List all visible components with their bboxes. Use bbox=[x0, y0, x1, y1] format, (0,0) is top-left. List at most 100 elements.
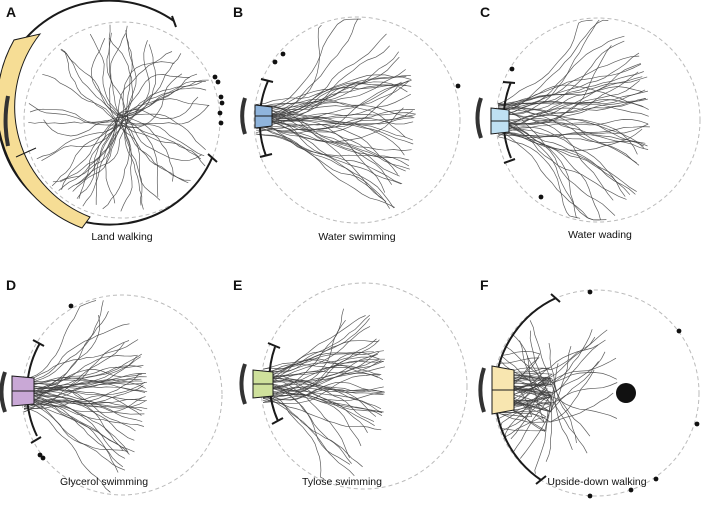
trajectory-track bbox=[122, 80, 206, 118]
arc-tick-start bbox=[550, 293, 561, 303]
trajectory-track bbox=[58, 122, 118, 191]
trajectory-track bbox=[497, 107, 646, 144]
panel-e: E Tylose swimming bbox=[233, 277, 468, 490]
trajectory-track bbox=[497, 76, 648, 107]
track-cluster bbox=[616, 383, 636, 403]
trajectory-track bbox=[256, 69, 406, 121]
panel-b: B Water swimming bbox=[233, 4, 461, 243]
trajectory-track bbox=[498, 380, 549, 421]
trajectory-tracks bbox=[255, 18, 417, 209]
trajectory-track bbox=[263, 366, 386, 383]
trajectory-track bbox=[497, 131, 649, 150]
trajectory-track bbox=[23, 373, 140, 403]
trajectory-track bbox=[23, 342, 125, 413]
trajectory-track bbox=[497, 52, 640, 105]
trajectory-track bbox=[120, 122, 205, 157]
panel-caption-e: Tylose swimming bbox=[302, 476, 382, 488]
trajectory-track bbox=[497, 329, 608, 377]
arena-boundary bbox=[23, 21, 221, 219]
trajectory-track bbox=[105, 115, 124, 204]
trajectory-track bbox=[117, 73, 183, 128]
range-arc bbox=[0, 0, 213, 226]
panel-d: D Glycerol swimming bbox=[0, 277, 223, 496]
trajectory-track bbox=[497, 71, 639, 114]
trajectory-track bbox=[498, 372, 617, 396]
trajectory-track bbox=[497, 123, 616, 216]
trajectory-track bbox=[23, 381, 145, 396]
arc-tick-end bbox=[207, 153, 218, 163]
trajectory-track bbox=[262, 315, 366, 384]
trajectory-track bbox=[23, 300, 104, 388]
trajectory-track bbox=[498, 346, 572, 413]
trajectory-track bbox=[497, 128, 626, 197]
trajectory-track bbox=[497, 71, 644, 117]
arc-tick-end bbox=[271, 417, 284, 425]
trajectory-track bbox=[51, 123, 118, 187]
trajectory-track bbox=[256, 51, 399, 114]
trajectory-track bbox=[125, 113, 206, 151]
trajectory-track bbox=[256, 80, 410, 110]
trajectory-track bbox=[120, 44, 156, 119]
trajectory-track bbox=[497, 19, 593, 105]
panel-c: C Water wading bbox=[475, 4, 701, 241]
trajectory-tracks bbox=[497, 19, 650, 221]
outlier-dots bbox=[509, 66, 544, 200]
trajectory-track bbox=[23, 356, 137, 397]
trajectory-track bbox=[263, 372, 368, 433]
trajectory-track bbox=[256, 126, 390, 209]
trajectory-track bbox=[263, 382, 383, 414]
trajectory-track bbox=[95, 117, 120, 205]
trajectory-track bbox=[256, 116, 412, 151]
trajectory-tracks bbox=[23, 300, 148, 493]
trajectory-track bbox=[126, 79, 209, 122]
trajectory-track bbox=[124, 30, 133, 122]
arena-boundary bbox=[260, 282, 468, 490]
trajectory-track bbox=[61, 48, 123, 118]
trajectory-track bbox=[256, 81, 408, 118]
arc-tick-start bbox=[502, 81, 516, 84]
trajectory-track bbox=[91, 38, 123, 117]
trajectory-track bbox=[23, 392, 126, 459]
trajectory-track bbox=[43, 116, 127, 137]
trajectory-track bbox=[263, 358, 385, 370]
trajectory-track bbox=[23, 300, 97, 380]
trajectory-track bbox=[108, 24, 120, 117]
trajectory-track bbox=[29, 108, 120, 124]
trajectory-track bbox=[497, 40, 625, 115]
trajectory-track bbox=[117, 53, 182, 119]
arc-tick-start bbox=[171, 15, 177, 28]
trajectory-track bbox=[497, 119, 627, 200]
outlier-dots bbox=[272, 51, 461, 89]
trajectory-track bbox=[256, 79, 412, 112]
trajectory-track bbox=[76, 121, 122, 199]
trajectory-track bbox=[121, 87, 207, 122]
trajectory-track bbox=[497, 107, 637, 164]
trajectory-track bbox=[497, 131, 637, 192]
trajectory-track bbox=[23, 399, 124, 468]
trajectory-track bbox=[263, 318, 370, 375]
trajectory-track bbox=[121, 51, 173, 117]
trajectory-track bbox=[119, 125, 191, 181]
trajectory-track bbox=[497, 392, 614, 423]
trajectory-track bbox=[497, 129, 607, 221]
trajectory-track bbox=[42, 73, 117, 126]
trajectory-track bbox=[256, 25, 322, 117]
trajectory-track bbox=[497, 109, 614, 201]
trajectory-track bbox=[498, 394, 588, 454]
trajectory-track bbox=[256, 18, 361, 111]
arena-boundary bbox=[253, 16, 461, 224]
trajectory-track bbox=[262, 371, 375, 422]
arc-tick-end bbox=[259, 153, 273, 158]
trajectory-track bbox=[497, 35, 625, 116]
trajectory-track bbox=[497, 126, 650, 137]
trajectory-track bbox=[497, 116, 601, 220]
trajectory-track bbox=[119, 114, 174, 182]
trajectory-track bbox=[497, 63, 641, 106]
trajectory-track bbox=[263, 381, 383, 401]
trajectory-track bbox=[262, 358, 379, 383]
trajectory-track bbox=[23, 385, 148, 393]
trajectory-track bbox=[89, 33, 124, 119]
trajectory-track bbox=[262, 338, 377, 382]
trajectory-track bbox=[82, 124, 125, 207]
